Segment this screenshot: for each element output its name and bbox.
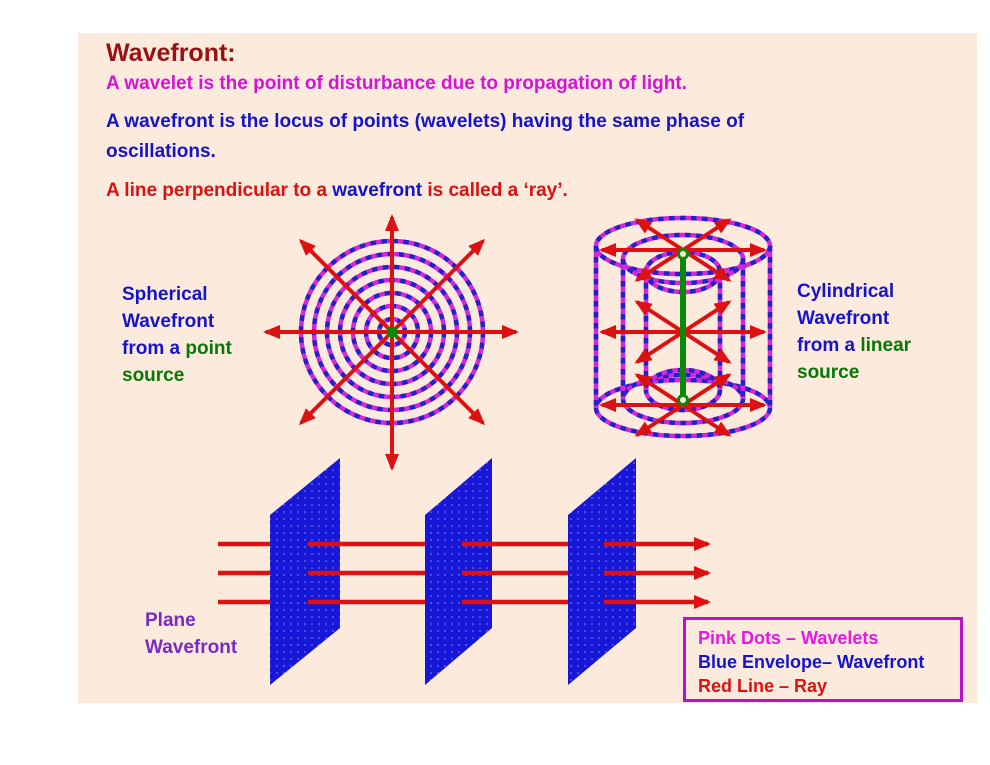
point-source-dot — [387, 327, 397, 337]
spherical-label-green-part: point source — [122, 338, 232, 386]
cylindrical-label-green-part: linear source — [797, 335, 912, 383]
plane-sheet-1 — [270, 458, 340, 685]
plane-sheet-3 — [568, 458, 636, 685]
cylindrical-wavefront-label: Cylindrical Wavefront from a linear sour… — [797, 278, 923, 386]
cylindrical-ray-arrows — [599, 218, 767, 437]
slide: Wavefront: A wavelet is the point of dis… — [78, 33, 977, 703]
slide-title: Wavefront: — [106, 39, 236, 67]
linear-source-axis — [677, 248, 689, 406]
ray-definition-red-lead: A line perpendicular to a — [106, 180, 333, 201]
wavelet-definition: A wavelet is the point of disturbance du… — [106, 73, 687, 94]
spherical-wavefront-diagram — [263, 214, 519, 471]
diagrams-canvas — [218, 214, 773, 685]
legend-item-ray: Red Line – Ray — [698, 676, 828, 696]
spherical-wavefront-label: Spherical Wavefront from a point source — [122, 281, 246, 389]
plane-wavefront-label: Plane Wavefront — [145, 610, 238, 658]
wavefront-definition: A wavefront is the locus of points (wave… — [106, 111, 745, 162]
plane-wavefront-diagram — [218, 458, 711, 685]
cylindrical-label-blue-part: Cylindrical Wavefront from a — [797, 281, 895, 356]
plane-sheet-2 — [425, 458, 492, 685]
ray-definition-red-tail: is called a ‘ray’. — [422, 180, 568, 201]
spherical-ray-arrows — [263, 214, 519, 471]
spherical-label-blue-part: Spherical Wavefront from a — [122, 284, 215, 359]
legend-item-wavefront: Blue Envelope– Wavefront — [698, 652, 925, 672]
ray-definition-wavefront-word: wavefront — [332, 180, 423, 201]
ray-definition: A line perpendicular to a wavefront is c… — [106, 180, 568, 202]
legend-box: Pink Dots – Wavelets Blue Envelope– Wave… — [683, 617, 963, 702]
plane-wavefront-sheets — [270, 458, 636, 685]
cylindrical-wavefront-diagram — [593, 215, 773, 439]
legend-item-wavelets: Pink Dots – Wavelets — [698, 628, 879, 648]
plane-ray-arrows — [218, 537, 711, 609]
